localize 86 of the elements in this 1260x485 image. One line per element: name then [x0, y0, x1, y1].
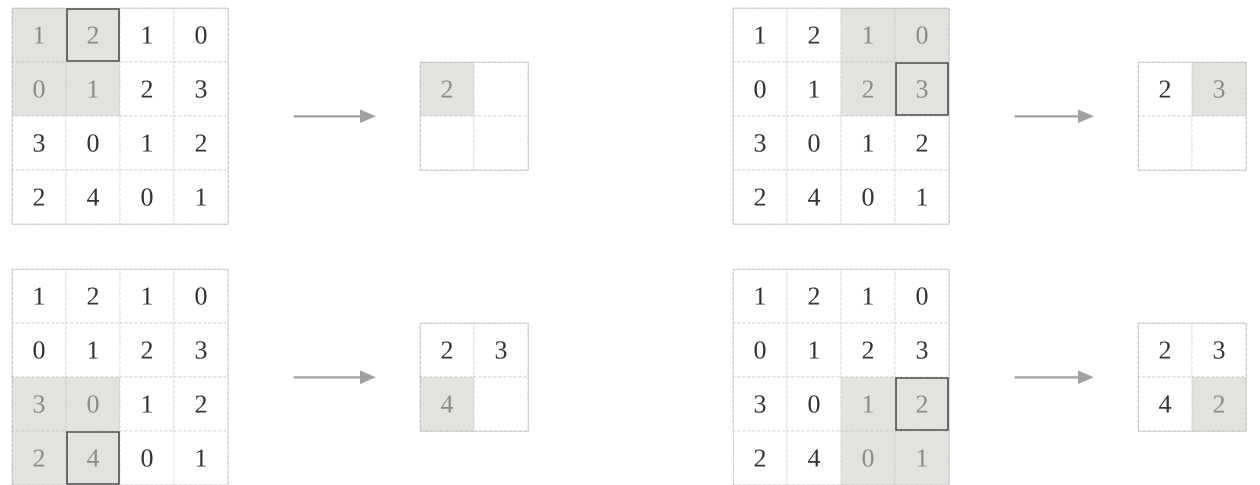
grid-cell: 2: [11, 430, 67, 485]
grid-cell: 3: [1191, 322, 1247, 378]
grid-cell: 3: [173, 61, 229, 117]
grid-cell: [473, 376, 529, 432]
grid-cell: 2: [894, 115, 950, 171]
grid-cell: 0: [894, 7, 950, 63]
grid-cell: 1: [732, 268, 788, 324]
grid-cell: 4: [786, 169, 842, 225]
grid-cell: 3: [732, 115, 788, 171]
grid-cell: [419, 115, 475, 171]
grid-cell: 1: [894, 169, 950, 225]
grid-cell: 1: [840, 376, 896, 432]
grid-cell: 4: [1137, 376, 1193, 432]
grid-cell: 1: [65, 61, 121, 117]
grid-cell: 0: [732, 61, 788, 117]
grid-cell: 4: [66, 431, 120, 485]
grid-cell: 0: [894, 268, 950, 324]
output-grid: [1138, 323, 1247, 432]
grid-cell: 3: [11, 376, 67, 432]
grid-cell: 2: [895, 377, 949, 431]
grid-cell: [473, 115, 529, 171]
grid-cell: 2: [173, 376, 229, 432]
input-grid: [12, 8, 229, 225]
grid-cell: 0: [119, 430, 175, 485]
grid-cell: 1: [840, 268, 896, 324]
grid-cell: 2: [11, 169, 67, 225]
grid-cell: 1: [65, 322, 121, 378]
grid-cell: 2: [840, 322, 896, 378]
grid-cell: 0: [840, 169, 896, 225]
grid-cell: 0: [11, 322, 67, 378]
grid-cell: 2: [65, 268, 121, 324]
grid-cell: 1: [119, 268, 175, 324]
grid-cell: 3: [732, 376, 788, 432]
grid-cell: 0: [65, 376, 121, 432]
grid-cell: 0: [840, 430, 896, 485]
grid-cell: 1: [173, 430, 229, 485]
grid-cell: 1: [119, 115, 175, 171]
grid-cell: 1: [732, 7, 788, 63]
grid-cell: 0: [173, 7, 229, 63]
grid-cell: 3: [895, 62, 949, 116]
grid-cell: 0: [65, 115, 121, 171]
grid-cell: 1: [840, 7, 896, 63]
grid-cell: 1: [840, 115, 896, 171]
grid-cell: 3: [473, 322, 529, 378]
grid-cell: 1: [786, 322, 842, 378]
grid-cell: 2: [786, 7, 842, 63]
input-grid: [733, 8, 950, 225]
grid-cell: 2: [1191, 376, 1247, 432]
grid-cell: 1: [786, 61, 842, 117]
grid-cell: 3: [894, 322, 950, 378]
grid-cell: 2: [1137, 61, 1193, 117]
grid-cell: 3: [173, 322, 229, 378]
grid-cell: 4: [786, 430, 842, 485]
grid-cell: 0: [11, 61, 67, 117]
grid-cell: [1137, 115, 1193, 171]
grid-cell: 2: [732, 430, 788, 485]
grid-cell: 3: [11, 115, 67, 171]
grid-cell: 2: [419, 322, 475, 378]
grid-cell: 4: [419, 376, 475, 432]
grid-cell: 3: [1191, 61, 1247, 117]
grid-cell: 1: [894, 430, 950, 485]
grid-cell: 2: [173, 115, 229, 171]
grid-cell: 1: [119, 7, 175, 63]
output-grid: [420, 323, 529, 432]
grid-cell: 2: [840, 61, 896, 117]
grid-cell: 0: [732, 322, 788, 378]
output-grid: [1138, 62, 1247, 171]
grid-cell: 1: [173, 169, 229, 225]
grid-cell: 2: [419, 61, 475, 117]
grid-cell: 4: [65, 169, 121, 225]
grid-cell: 2: [66, 8, 120, 62]
grid-cell: 1: [11, 7, 67, 63]
grid-cell: 2: [119, 322, 175, 378]
grid-cell: [473, 61, 529, 117]
grid-cell: 2: [119, 61, 175, 117]
grid-cell: 0: [786, 115, 842, 171]
grid-cell: 2: [732, 169, 788, 225]
output-grid: [420, 62, 529, 171]
grid-cell: [1191, 115, 1247, 171]
grid-cell: 0: [119, 169, 175, 225]
grid-cell: 2: [1137, 322, 1193, 378]
grid-cell: 1: [119, 376, 175, 432]
grid-cell: 0: [786, 376, 842, 432]
grid-cell: 1: [11, 268, 67, 324]
grid-cell: 2: [786, 268, 842, 324]
grid-cell: 0: [173, 268, 229, 324]
